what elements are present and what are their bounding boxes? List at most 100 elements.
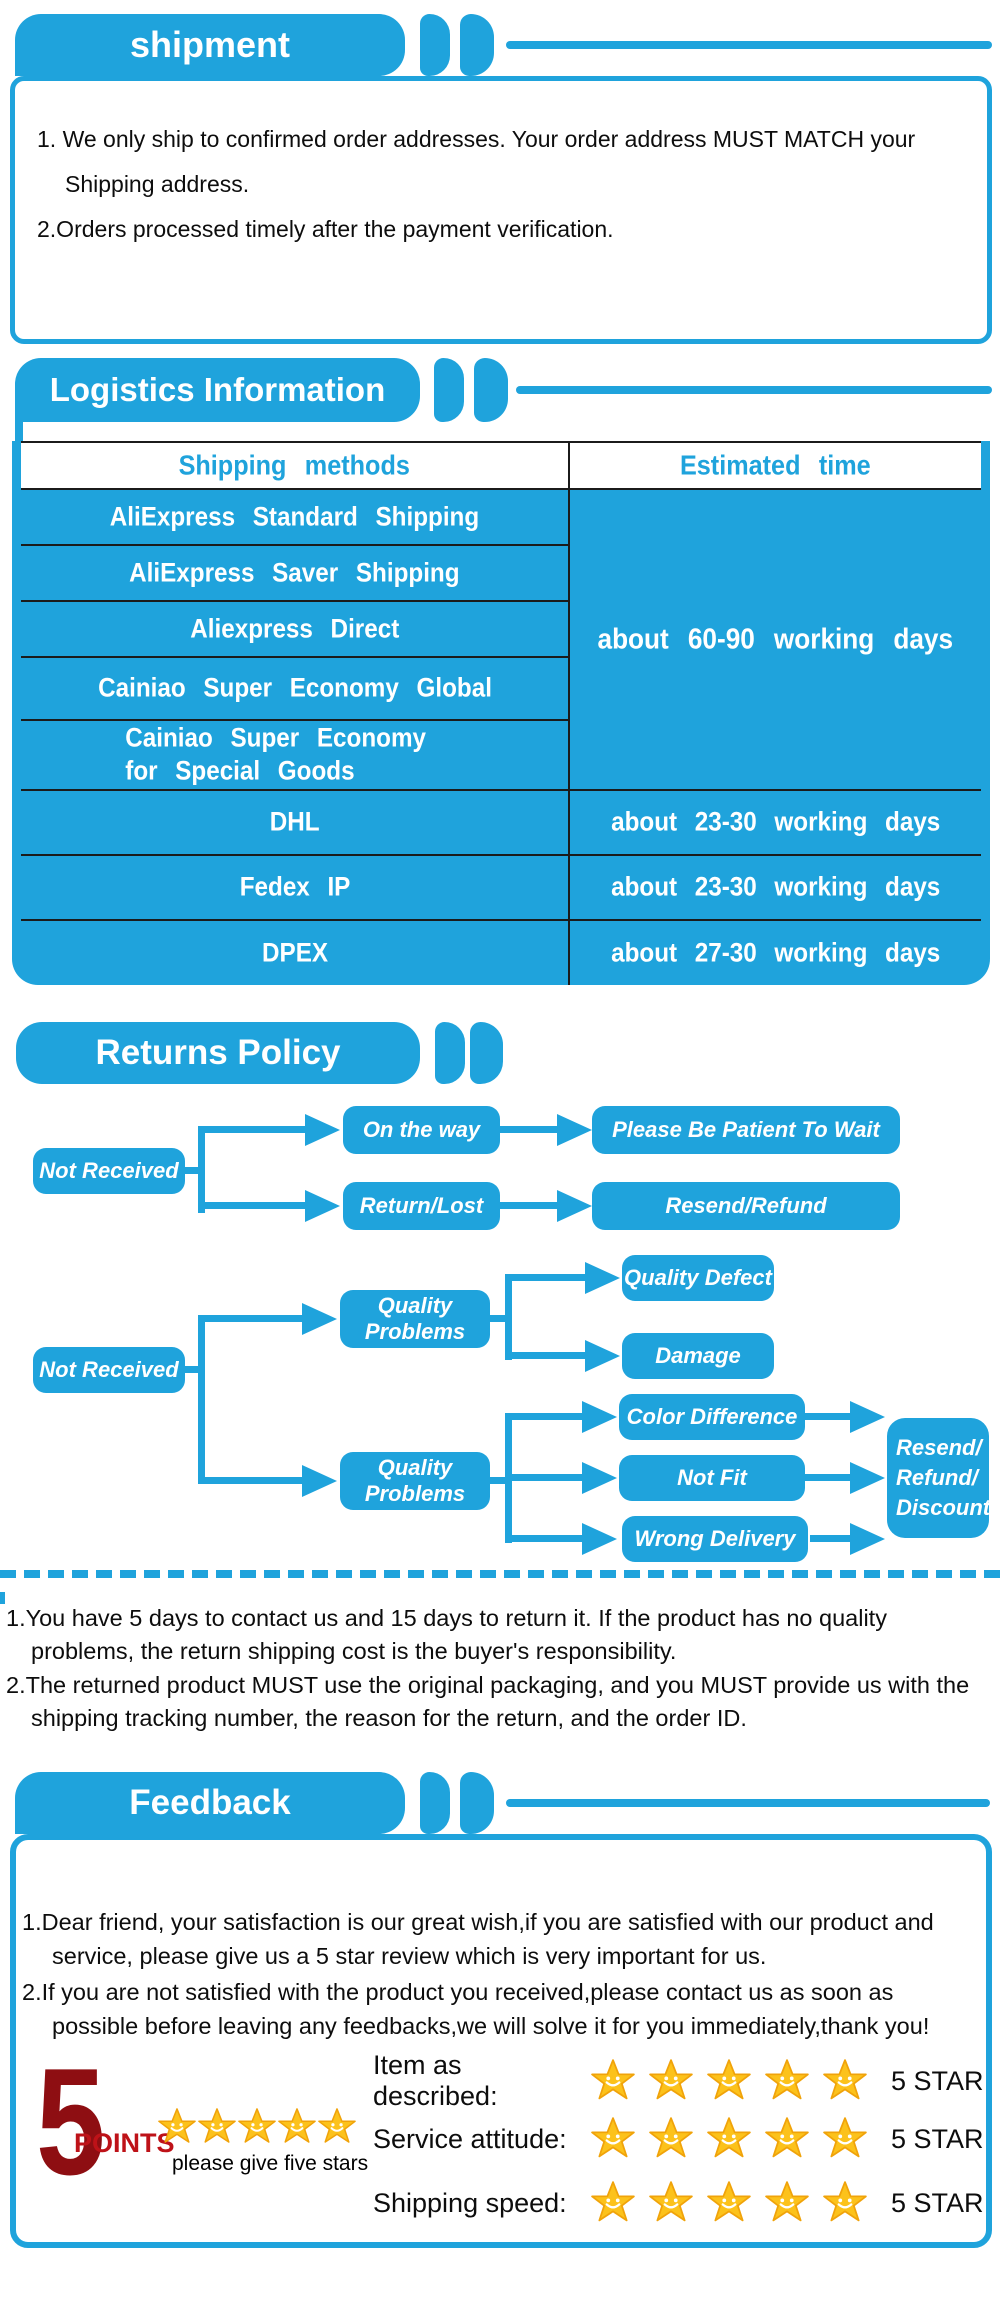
smiley-star-icon	[765, 2059, 809, 2100]
table-row-method: Aliexpress Direct	[21, 602, 571, 658]
shipment-box: 1. We only ship to confirmed order addre…	[10, 76, 992, 344]
smiley-star-icon	[238, 2108, 276, 2143]
points-label: POINTS	[74, 2128, 175, 2158]
rating-row: Service attitude: 5 STAR	[373, 2117, 984, 2161]
returns-section-title: Returns Policy	[16, 1022, 420, 1084]
smiley-star-icon	[649, 2059, 693, 2100]
smiley-star-icon	[158, 2108, 196, 2143]
rating-stars-icon	[591, 2117, 867, 2161]
flow-line	[185, 1366, 202, 1373]
table-row-time: about 23-30 working days	[570, 856, 981, 921]
flow-node-color-difference: Color Difference	[619, 1394, 805, 1440]
feedback-section-title: Feedback	[15, 1772, 405, 1834]
smiley-star-icon	[823, 2059, 867, 2100]
flow-node-quality-problems-2: Quality Problems	[340, 1452, 490, 1510]
rating-row: Item as described: 5 STAR	[373, 2050, 984, 2112]
flow-line	[505, 1352, 587, 1359]
decor-d-shape	[434, 358, 464, 422]
table-row-method: Cainiao Super Economy for Special Goods	[21, 721, 571, 791]
smiley-star-icon	[707, 2117, 751, 2158]
flow-arrow-icon	[305, 1114, 340, 1146]
flow-node-not-fit: Not Fit	[619, 1455, 805, 1501]
flow-node-resend-refund-discount: Resend/ Refund/ Discount	[887, 1418, 990, 1538]
rating-row: Shipping speed: 5 STAR	[373, 2181, 984, 2225]
five-stars-caption: please give five stars	[172, 2152, 369, 2175]
five-stars-small	[158, 2108, 356, 2146]
shipment-title-text: shipment	[129, 24, 290, 65]
flow-line	[490, 1315, 512, 1322]
decor-rule	[506, 41, 992, 49]
decor-d-shape	[470, 1022, 503, 1084]
flow-line	[198, 1126, 305, 1133]
flow-arrow-icon	[582, 1462, 617, 1494]
table-row-time: about 27-30 working days	[610, 937, 941, 968]
decor-mark	[0, 1592, 5, 1604]
smiley-star-icon	[649, 2117, 693, 2158]
feedback-title-text: Feedback	[129, 1783, 291, 1822]
flow-node-quality-problems-1: Quality Problems	[340, 1290, 490, 1348]
feedback-notes: 1.Dear friend, your satisfaction is our …	[22, 1905, 974, 2043]
flow-line	[505, 1274, 512, 1360]
decor-d-shape	[435, 1022, 465, 1084]
flow-line	[505, 1535, 584, 1542]
flow-line	[198, 1315, 302, 1322]
rating-label: Service attitude:	[373, 2123, 567, 2154]
shipping-table: Shipping methods Estimated time AliExpre…	[12, 441, 990, 985]
table-row-method: DPEX	[21, 921, 571, 985]
smiley-star-icon	[318, 2108, 356, 2143]
flow-line	[500, 1202, 557, 1209]
flow-node-not-received-1: Not Received	[33, 1148, 185, 1194]
flow-arrow-icon	[850, 1462, 885, 1494]
flow-arrow-icon	[850, 1401, 885, 1433]
flow-line	[505, 1474, 584, 1481]
smiley-star-icon	[823, 2117, 867, 2158]
smiley-star-icon	[591, 2117, 635, 2158]
flow-line	[198, 1202, 305, 1209]
flow-line	[505, 1413, 584, 1420]
decor-rule	[506, 1799, 990, 1807]
shipment-section-title: shipment	[15, 14, 405, 76]
column-header-methods: Shipping methods	[21, 441, 571, 490]
flow-arrow-icon	[582, 1523, 617, 1555]
rating-value: 5 STAR	[891, 2187, 984, 2218]
smiley-star-icon	[765, 2117, 809, 2158]
smiley-star-icon	[278, 2108, 316, 2143]
flow-node-be-patient: Please Be Patient To Wait	[592, 1106, 900, 1154]
flow-line	[198, 1315, 205, 1484]
flow-arrow-icon	[585, 1262, 620, 1294]
flow-arrow-icon	[582, 1401, 617, 1433]
dashed-divider	[0, 1570, 1000, 1578]
smiley-star-icon	[707, 2181, 751, 2222]
flow-arrow-icon	[305, 1190, 340, 1222]
flow-line	[185, 1167, 202, 1174]
table-row-method: AliExpress Saver Shipping	[21, 546, 571, 602]
decor-d-shape	[460, 14, 494, 76]
smiley-star-icon	[198, 2108, 236, 2143]
flow-arrow-icon	[585, 1340, 620, 1372]
flow-arrow-icon	[302, 1303, 337, 1335]
returns-notes: 1.You have 5 days to contact us and 15 d…	[6, 1602, 996, 1735]
flow-arrow-icon	[557, 1114, 592, 1146]
smiley-star-icon	[591, 2059, 635, 2100]
smiley-star-icon	[649, 2181, 693, 2222]
smiley-star-icon	[823, 2181, 867, 2222]
flow-node-not-received-2: Not Received	[33, 1347, 185, 1393]
returns-note-1: 1.You have 5 days to contact us and 15 d…	[6, 1605, 887, 1664]
shipment-note-2: 2.Orders processed timely after the paym…	[37, 216, 614, 242]
table-row-method: Fedex IP	[21, 856, 571, 921]
table-row-method: AliExpress Standard Shipping	[21, 490, 571, 546]
flow-line	[505, 1274, 587, 1281]
logistics-title-text: Logistics Information	[49, 371, 386, 408]
flow-line	[810, 1535, 850, 1542]
flow-line	[198, 1126, 205, 1213]
rating-stars-icon	[591, 2181, 867, 2225]
flow-node-damage: Damage	[622, 1333, 774, 1379]
flow-node-return-lost: Return/Lost	[343, 1182, 500, 1230]
smiley-star-icon	[765, 2181, 809, 2222]
flow-node-resend-refund: Resend/Refund	[592, 1182, 900, 1230]
flow-line	[490, 1477, 512, 1484]
decor-d-shape	[420, 1772, 450, 1834]
returns-note-2: 2.The returned product MUST use the orig…	[6, 1672, 970, 1731]
flow-line	[805, 1413, 850, 1420]
